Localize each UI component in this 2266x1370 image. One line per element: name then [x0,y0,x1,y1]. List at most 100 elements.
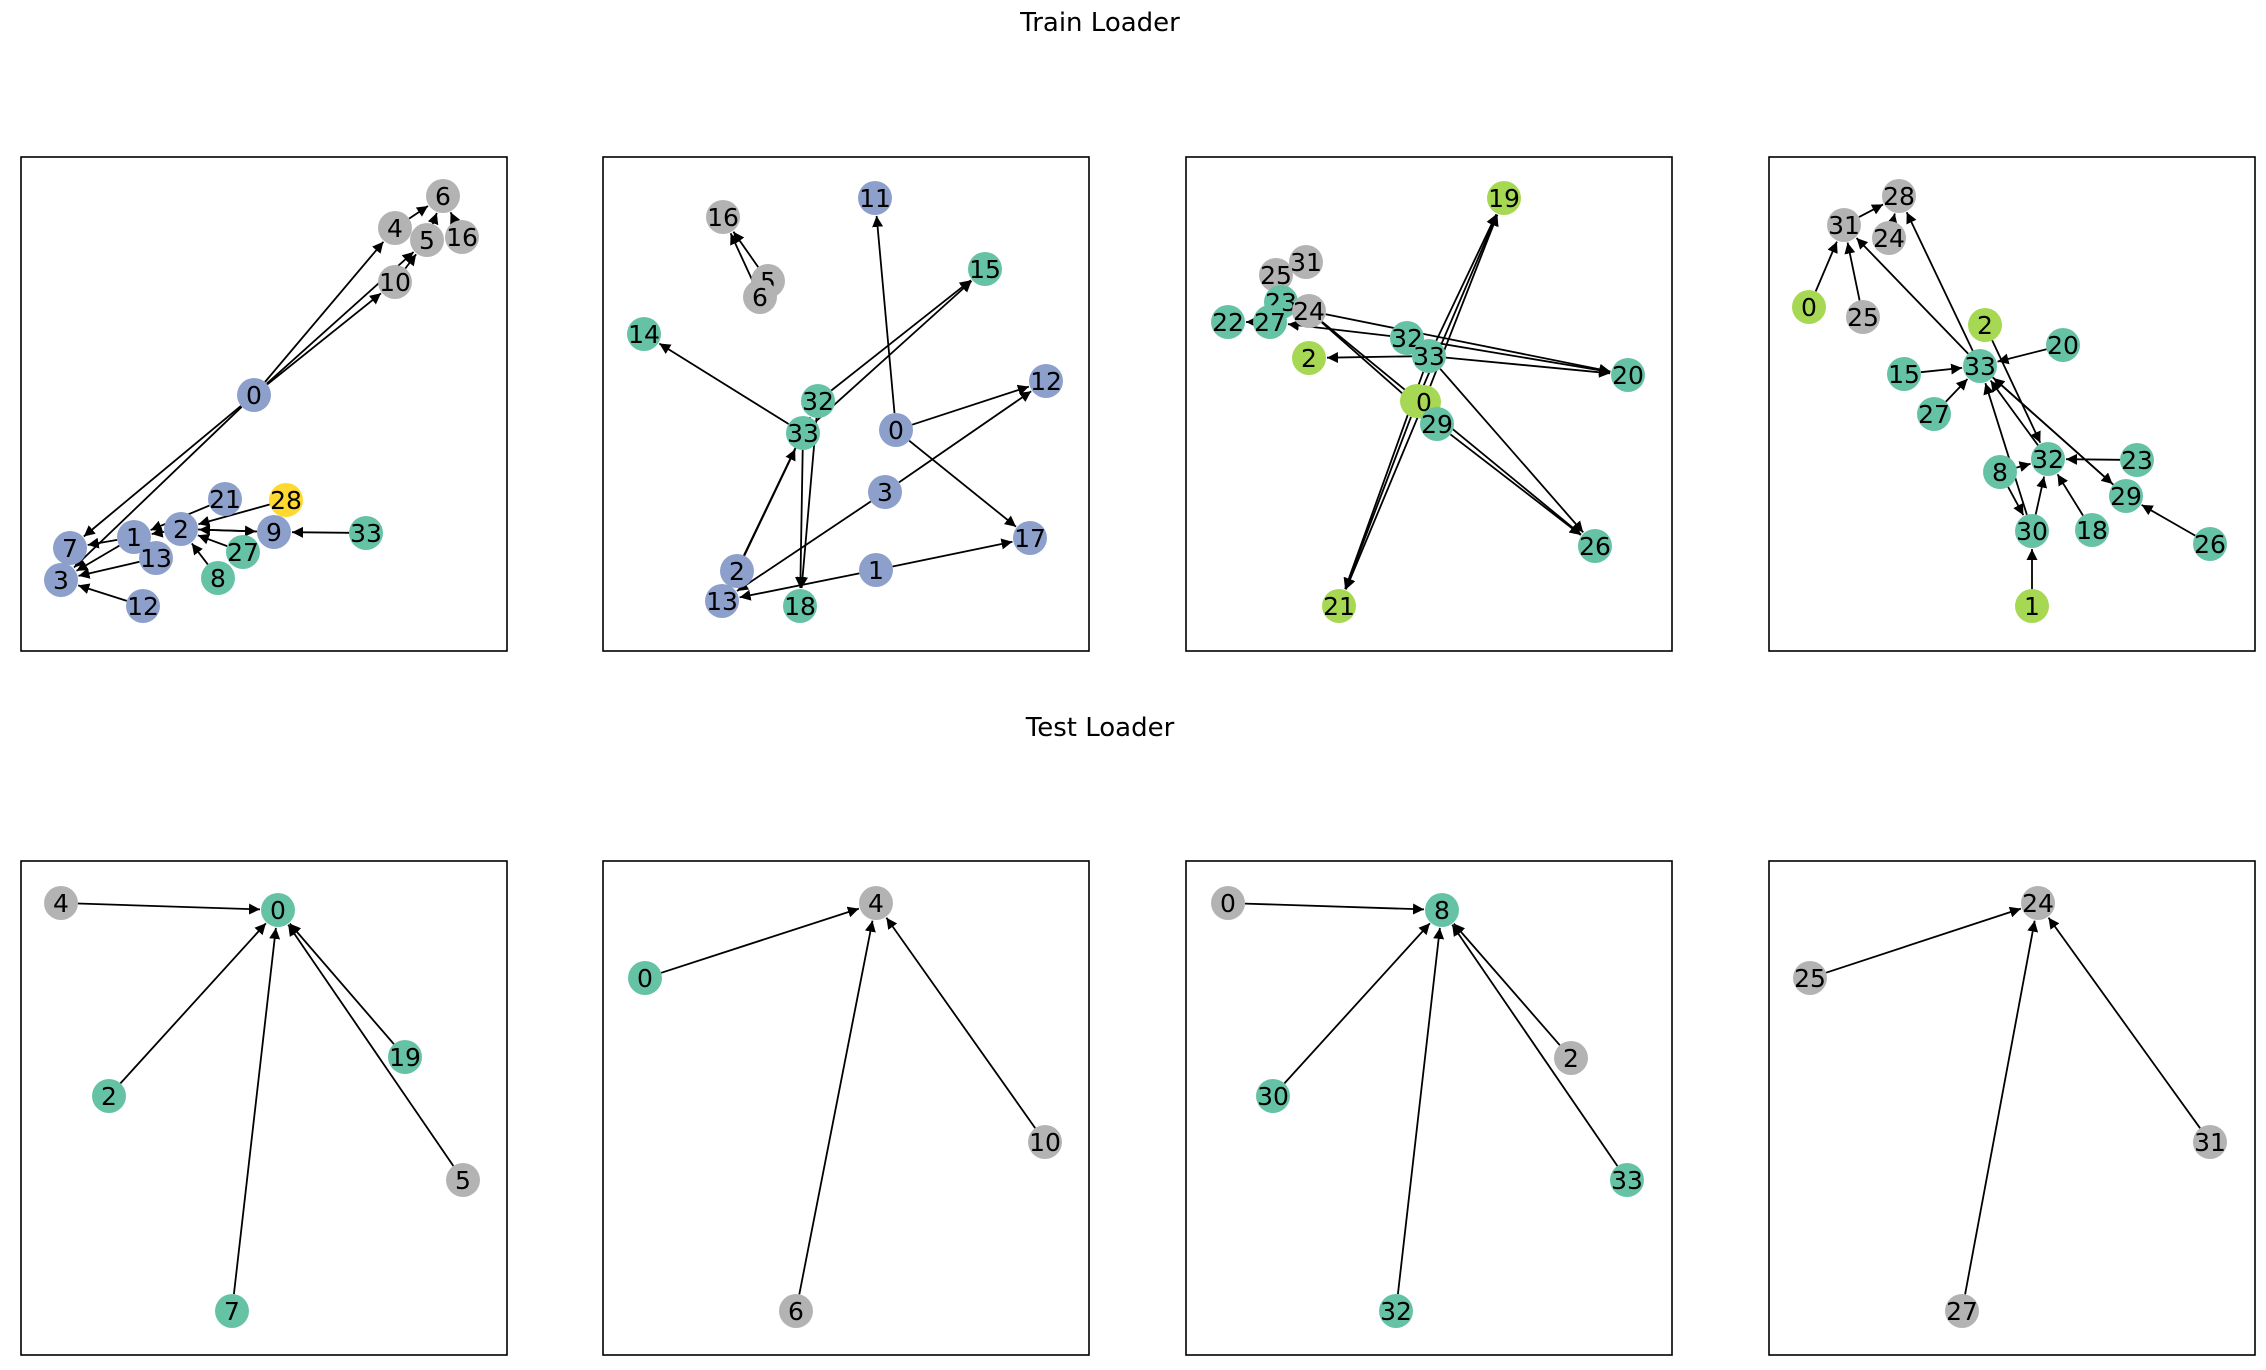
node-circle [1211,886,1245,920]
edge-32-to-18 [797,417,818,589]
node-31: 31 [1289,245,1323,279]
node-label: 14 [628,320,660,349]
edge-0-to-12 [911,384,1030,426]
node-25: 25 [1846,300,1880,334]
node-15: 15 [1887,357,1921,391]
edge-33-to-28 [1905,211,1974,352]
node-label: 7 [62,534,78,563]
node-23: 23 [1264,285,1298,319]
node-31: 31 [2193,1125,2227,1159]
edge-2-to-8 [1453,923,1561,1046]
edge-2-to-1 [151,526,165,538]
edge-32-to-33 [1989,379,2039,446]
edge-16-to-6 [449,211,461,225]
node-24: 24 [1872,221,1906,255]
node-circle [705,584,739,618]
node-circle [445,220,479,254]
node-label: 9 [266,518,282,547]
node-30: 30 [2015,514,2049,548]
node-label: 30 [2016,517,2048,546]
edge-6-to-4 [798,920,876,1295]
node-circle [1611,358,1645,392]
node-label: 6 [752,283,768,312]
node-label: 17 [1014,524,1046,553]
edge-13-to-3 [78,560,140,579]
node-circle [269,483,303,517]
node-label: 1 [126,523,142,552]
edge-27-to-33 [1945,378,1969,403]
node-1: 1 [2015,589,2049,623]
panel-frame [1185,156,1673,652]
node-32: 32 [1379,1294,1413,1328]
node-label: 5 [419,226,435,255]
node-circle [2021,886,2055,920]
node-18: 18 [2075,513,2109,547]
node-label: 25 [1847,303,1879,332]
edge-33-to-31 [1855,237,1969,355]
node-label: 2 [1301,344,1317,373]
node-circle [1872,221,1906,255]
node-33: 33 [786,416,820,450]
node-14: 14 [627,317,661,351]
node-circle [426,179,460,213]
node-label: 0 [270,896,286,925]
node-27: 27 [1917,397,1951,431]
edge-0-to-11 [872,215,896,414]
node-label: 3 [877,478,893,507]
node-circle [1379,1294,1413,1328]
node-label: 16 [707,203,739,232]
train-graph-panel-3: 19312523242227323322010292621 [1185,156,1673,652]
node-label: 33 [787,419,819,448]
node-circle [627,317,661,351]
node-circle [1259,258,1293,292]
node-29: 29 [2109,479,2143,513]
panel-frame [602,156,1090,652]
node-1: 1 [859,553,893,587]
node-circle [1945,1294,1979,1328]
node-19: 19 [388,1040,422,1074]
node-label: 26 [2194,530,2226,559]
node-label: 33 [1964,352,1996,381]
node-label: 19 [389,1043,421,1072]
node-6: 6 [426,179,460,213]
node-circle [1289,245,1323,279]
node-0: 0 [879,413,913,447]
node-circle [720,554,754,588]
edge-28-to-2 [198,503,270,527]
node-label: 28 [1883,182,1915,211]
node-6: 6 [743,280,777,314]
node-label: 7 [224,1297,240,1326]
node-label: 11 [859,184,891,213]
node-0: 0 [237,378,271,412]
edge-18-to-32 [2056,473,2084,516]
node-circle [1882,179,1916,213]
edge-0-to-4 [660,906,860,974]
edge-31-to-28 [1858,203,1884,218]
node-label: 6 [435,182,451,211]
node-circle [1887,357,1921,391]
node-label: 0 [246,381,262,410]
node-27: 27 [1945,1294,1979,1328]
node-0: 0 [1792,290,1826,324]
node-circle [706,200,740,234]
node-label: 20 [1612,361,1644,390]
node-circle [378,265,412,299]
node-circle [2031,442,2065,476]
edge-33-to-8 [1451,924,1619,1167]
node-12: 12 [1029,364,1063,398]
node-circle [1487,181,1521,215]
edge-30-to-33 [1983,382,2028,516]
node-28: 28 [269,483,303,517]
node-label: 6 [788,1297,804,1326]
node-27: 27 [1253,305,1287,339]
node-17: 17 [1013,521,1047,555]
node-0: 0 [628,961,662,995]
node-label: 13 [140,544,172,573]
node-5: 5 [410,223,444,257]
node-3: 3 [44,563,78,597]
node-label: 8 [1434,896,1450,925]
node-circle [1846,300,1880,334]
node-24: 24 [2021,886,2055,920]
node-label: 27 [1918,400,1950,429]
